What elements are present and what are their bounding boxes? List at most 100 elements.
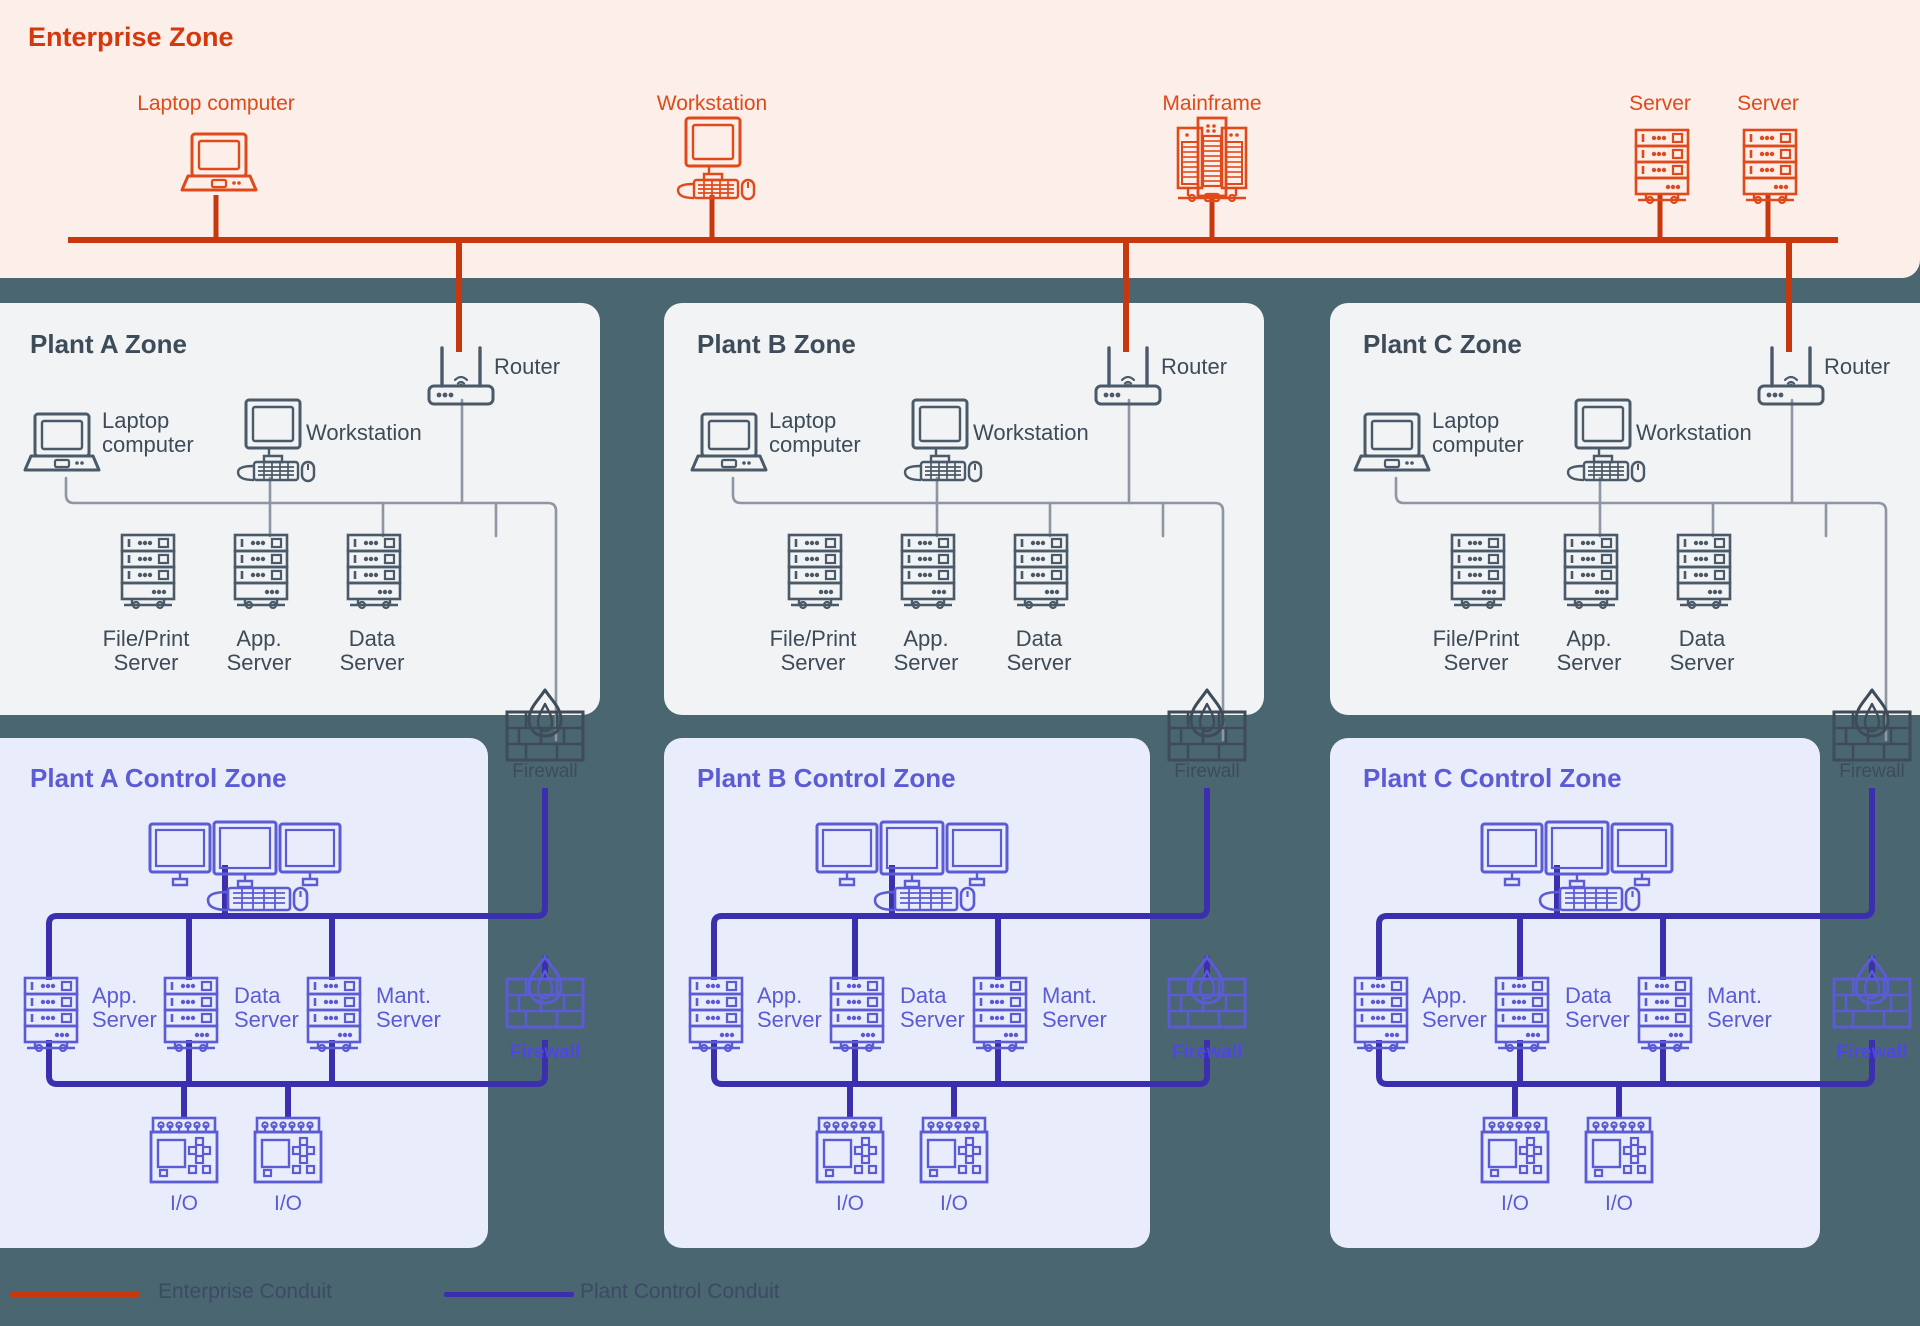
mainframe-icon [1176, 116, 1248, 203]
plant-c-client-label: Laptop computer [1432, 408, 1524, 458]
plant-b-server-label: Data Server [1006, 626, 1072, 676]
plant-c-control-zone-title: Plant C Control Zone [1363, 763, 1622, 793]
server-icon [829, 976, 885, 1053]
plant-a-client-label: Workstation [306, 420, 422, 445]
plant-b-server-label: App. Server [893, 626, 959, 676]
laptop-icon [690, 412, 768, 472]
control-c-io-label: I/O [1604, 1192, 1634, 1215]
control-c-server-label: Mant. Server [1707, 983, 1772, 1033]
multi-monitor-workstation-icon [815, 820, 1009, 912]
control-c-server-label: App. Server [1422, 983, 1487, 1033]
server-icon [1637, 976, 1693, 1053]
enterprise-node-label: Server [1737, 92, 1799, 115]
control-a-top-bus [46, 788, 548, 980]
plant-b-client-label: Workstation [973, 420, 1089, 445]
control-a-server-label: Data Server [234, 983, 299, 1033]
server-icon [23, 976, 79, 1053]
laptop-icon [180, 132, 258, 192]
laptop-icon [1353, 412, 1431, 472]
control-a-io-label: I/O [273, 1192, 303, 1215]
control-a-io-label: I/O [169, 1192, 199, 1215]
plant-c-firewall-label: Firewall [1839, 761, 1905, 782]
multi-monitor-workstation-icon [148, 820, 342, 912]
plant-a-server-label: App. Server [226, 626, 292, 676]
server-icon [688, 976, 744, 1053]
enterprise-node-label: Mainframe [1162, 92, 1262, 115]
control-b-io-label: I/O [939, 1192, 969, 1215]
enterprise-zone-title: Enterprise Zone [28, 22, 234, 52]
laptop-icon [23, 412, 101, 472]
workstation-icon [1566, 398, 1646, 483]
plant-a-zone-title: Plant A Zone [30, 329, 187, 359]
firewall-icon [1832, 955, 1912, 1029]
control-b-server-label: Data Server [900, 983, 965, 1033]
firewall-icon [505, 955, 585, 1029]
control-b-server-label: App. Server [757, 983, 822, 1033]
plant-a-router-label: Router [494, 354, 561, 379]
plant-b-firewall-label: Firewall [1174, 761, 1240, 782]
legend-label-plant-control-conduit: Plant Control Conduit [580, 1280, 780, 1303]
firewall-icon [1832, 688, 1912, 762]
legend-label-enterprise-conduit: Enterprise Conduit [158, 1280, 332, 1303]
control-a-bottom-bus [46, 1040, 548, 1087]
firewall-icon [1167, 955, 1247, 1029]
server-icon [1634, 128, 1690, 205]
server-icon [1742, 128, 1798, 205]
plant-b-control-zone-title: Plant B Control Zone [697, 763, 956, 793]
server-icon [163, 976, 219, 1053]
io-module-icon [149, 1116, 219, 1184]
legend: Enterprise Conduit Plant Control Conduit [0, 1266, 1920, 1326]
router-icon [1757, 346, 1825, 406]
enterprise-zone-card [0, 0, 1920, 278]
control-c-firewall-label: Firewall [1836, 1042, 1908, 1063]
plant-c-zone-card [1330, 303, 1920, 715]
plant-b-zone-title: Plant B Zone [697, 329, 856, 359]
enterprise-node-label: Laptop computer [137, 92, 295, 115]
plant-c-server-label: App. Server [1556, 626, 1622, 676]
control-b-server-label: Mant. Server [1042, 983, 1107, 1033]
server-icon [1450, 533, 1506, 610]
io-module-icon [1584, 1116, 1654, 1184]
enterprise-node-label: Workstation [656, 92, 768, 115]
workstation-icon [903, 398, 983, 483]
plant-a-control-zone-title: Plant A Control Zone [30, 763, 287, 793]
server-icon [120, 533, 176, 610]
plant-c-server-label: File/Print Server [1432, 626, 1520, 676]
control-c-io-label: I/O [1500, 1192, 1530, 1215]
firewall-icon [505, 688, 585, 762]
legend-swatch-plant-control-conduit [444, 1292, 574, 1297]
control-a-server-label: Mant. Server [376, 983, 441, 1033]
control-b-firewall-label: Firewall [1171, 1042, 1243, 1063]
control-c-server-label: Data Server [1565, 983, 1630, 1033]
firewall-icon [1167, 688, 1247, 762]
enterprise-node-label: Server [1629, 92, 1691, 115]
io-module-icon [815, 1116, 885, 1184]
legend-swatch-enterprise-conduit [10, 1292, 140, 1297]
plant-b-router-label: Router [1161, 354, 1228, 379]
control-b-io-label: I/O [835, 1192, 865, 1215]
router-icon [1094, 346, 1162, 406]
server-icon [346, 533, 402, 610]
io-module-icon [253, 1116, 323, 1184]
server-icon [1494, 976, 1550, 1053]
io-module-icon [919, 1116, 989, 1184]
server-icon [233, 533, 289, 610]
workstation-icon [676, 116, 756, 201]
plant-a-firewall-label: Firewall [512, 761, 578, 782]
server-icon [900, 533, 956, 610]
plant-a-zone-card [0, 303, 600, 715]
plant-c-router-label: Router [1824, 354, 1891, 379]
multi-monitor-workstation-icon [1480, 820, 1674, 912]
router-icon [427, 346, 495, 406]
workstation-icon [236, 398, 316, 483]
server-icon [1013, 533, 1069, 610]
plant-a-server-label: Data Server [339, 626, 405, 676]
server-icon [1676, 533, 1732, 610]
server-icon [1563, 533, 1619, 610]
plant-a-client-label: Laptop computer [102, 408, 194, 458]
plant-c-zone-title: Plant C Zone [1363, 329, 1522, 359]
server-icon [1353, 976, 1409, 1053]
